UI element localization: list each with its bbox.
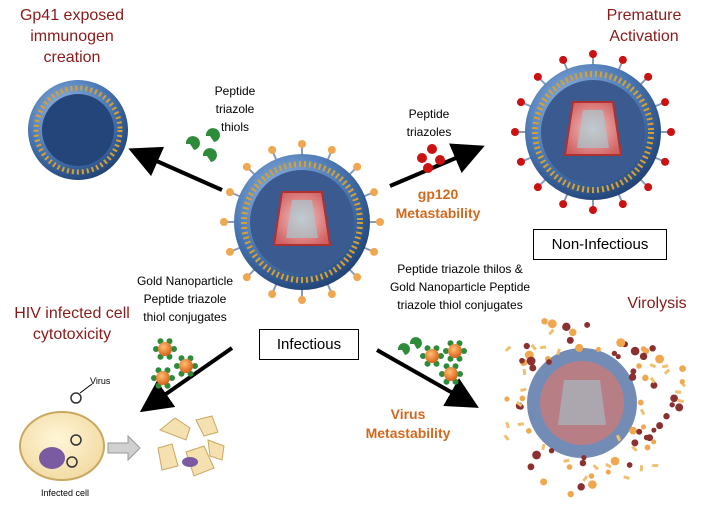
- lysis-arrow: [107, 434, 141, 462]
- gold-nanoparticle-conjugates-right: [397, 337, 467, 385]
- peptide-triazoles-icon: [417, 144, 445, 173]
- virus-metastability-label: Virus Metastability: [365, 406, 451, 441]
- peptide-triazole-thiols-label: Peptide triazole thiols: [214, 84, 256, 134]
- gp120-metastability-label: gp120 Metastability: [395, 186, 481, 221]
- virolysis-title: Virolysis: [627, 295, 687, 312]
- lysed-cell-illustration: [157, 415, 225, 477]
- gold-conjugates-label: Gold Nanoparticle Peptide triazole thiol…: [136, 274, 234, 324]
- arrow-to-virolysis: [376, 348, 479, 408]
- non-infectious-box: Non-Infectious: [533, 229, 667, 260]
- peptide-triazole-thiols-icon: [185, 128, 220, 162]
- premature-virion: [511, 50, 675, 214]
- arrow-to-immunogen: [128, 146, 223, 192]
- infected-cell-label: Infected cell: [40, 488, 90, 498]
- virus-small-label: Virus: [90, 376, 111, 386]
- hiv-cell-cytotoxicity-title: HIV infected cell cytotoxicity: [14, 305, 130, 343]
- virolysis-debris: [503, 318, 687, 498]
- gold-nanoparticle-conjugates-left: [151, 338, 198, 389]
- peptide-thiols-gold-label: Peptide triazole thilos & Gold Nanoparti…: [389, 262, 531, 312]
- gp41-title: Gp41 exposed immunogen creation: [19, 7, 125, 66]
- premature-activation-title: Premature Activation: [606, 7, 682, 45]
- immunogen-virion: [28, 80, 128, 180]
- infectious-box: Infectious: [259, 329, 359, 360]
- central-virion: [220, 140, 384, 304]
- peptide-triazoles-label: Peptide triazoles: [406, 107, 452, 139]
- infected-cell-illustration: [19, 383, 105, 481]
